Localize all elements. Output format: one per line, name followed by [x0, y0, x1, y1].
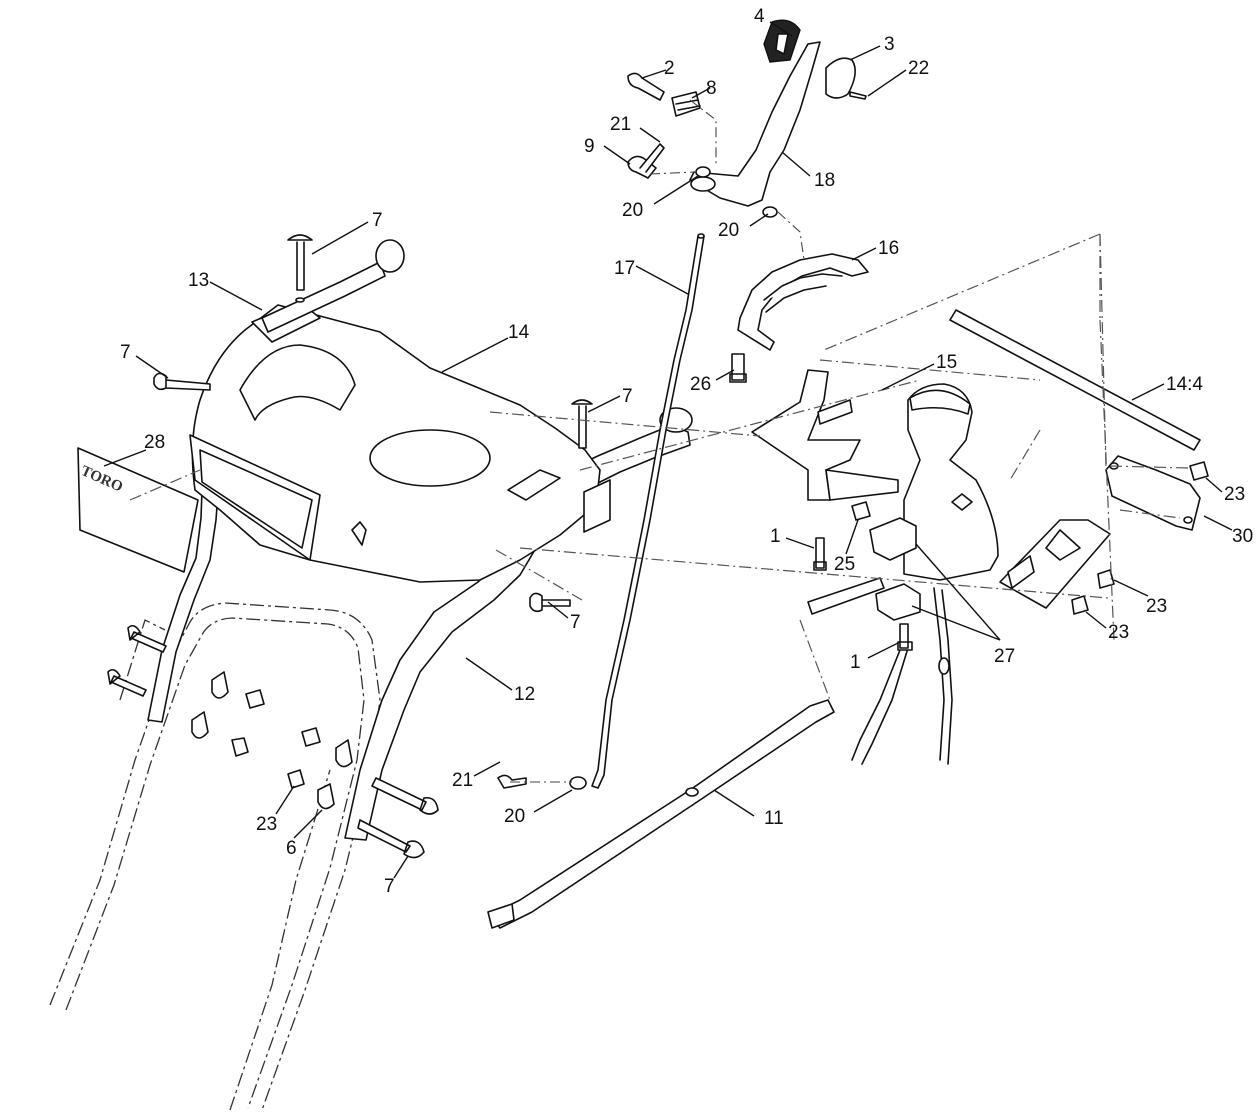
callout-23b: 23 [1146, 596, 1167, 617]
callout-7d: 7 [570, 612, 581, 633]
callout-25: 25 [834, 554, 855, 575]
callout-1b: 1 [850, 652, 861, 673]
callout-8: 8 [706, 78, 717, 99]
small-parts-upper [627, 72, 805, 261]
callout-2: 2 [664, 58, 675, 79]
callout-9: 9 [584, 136, 595, 157]
phantom-lower-handle [49, 602, 381, 1111]
trim-strip [949, 309, 1201, 451]
bottom-bracket [999, 519, 1111, 609]
toro-decal: TORO [77, 447, 199, 573]
callout-3: 3 [884, 34, 895, 55]
callout-7c: 7 [622, 386, 633, 407]
callout-28: 28 [144, 432, 165, 453]
callout-15: 15 [936, 352, 957, 373]
callout-7a: 7 [372, 210, 383, 231]
callout-13: 13 [188, 270, 209, 291]
dash-panel [189, 301, 611, 583]
callout-12: 12 [514, 684, 535, 705]
callout-21a: 21 [610, 114, 631, 135]
callout-14-4: 14:4 [1166, 374, 1203, 395]
leader-lines [103, 21, 1233, 879]
fasteners [107, 234, 1209, 859]
callout-30: 30 [1232, 526, 1253, 547]
callout-14: 14 [508, 322, 530, 343]
callout-11: 11 [764, 808, 784, 829]
callout-22: 22 [908, 58, 929, 79]
control-bracket [751, 369, 899, 501]
pin-21a [639, 143, 665, 173]
phantom-lines [129, 233, 1189, 701]
callout-27: 27 [994, 646, 1015, 667]
callout-17: 17 [614, 258, 635, 279]
callout-7b: 7 [120, 342, 131, 363]
cable-assembly [807, 517, 953, 765]
control-rod [591, 233, 705, 789]
callout-20c: 20 [504, 806, 525, 827]
callout-26: 26 [690, 374, 711, 395]
callout-23a: 23 [1224, 484, 1245, 505]
washer-20a [695, 166, 711, 178]
side-bracket [1105, 455, 1201, 531]
callout-20b: 20 [718, 220, 739, 241]
callout-numbers: 4 3 22 2 8 21 9 18 20 20 16 17 7 13 14 7… [120, 6, 1253, 897]
handle-tube [261, 239, 405, 333]
callout-7e: 7 [384, 876, 395, 897]
shift-lever [689, 19, 867, 207]
gearbox-housing [903, 383, 999, 581]
callout-21b: 21 [452, 770, 473, 791]
callout-18: 18 [814, 170, 835, 191]
callout-20a: 20 [622, 200, 643, 221]
callout-23c: 23 [1108, 622, 1129, 643]
callout-6: 6 [286, 838, 297, 859]
callout-4: 4 [754, 6, 765, 27]
pin-2 [627, 72, 665, 101]
callout-16: 16 [878, 238, 899, 259]
guide-plate [737, 253, 869, 351]
callout-1a: 1 [770, 526, 781, 547]
callout-23d: 23 [256, 814, 277, 835]
shift-rod [487, 699, 835, 929]
